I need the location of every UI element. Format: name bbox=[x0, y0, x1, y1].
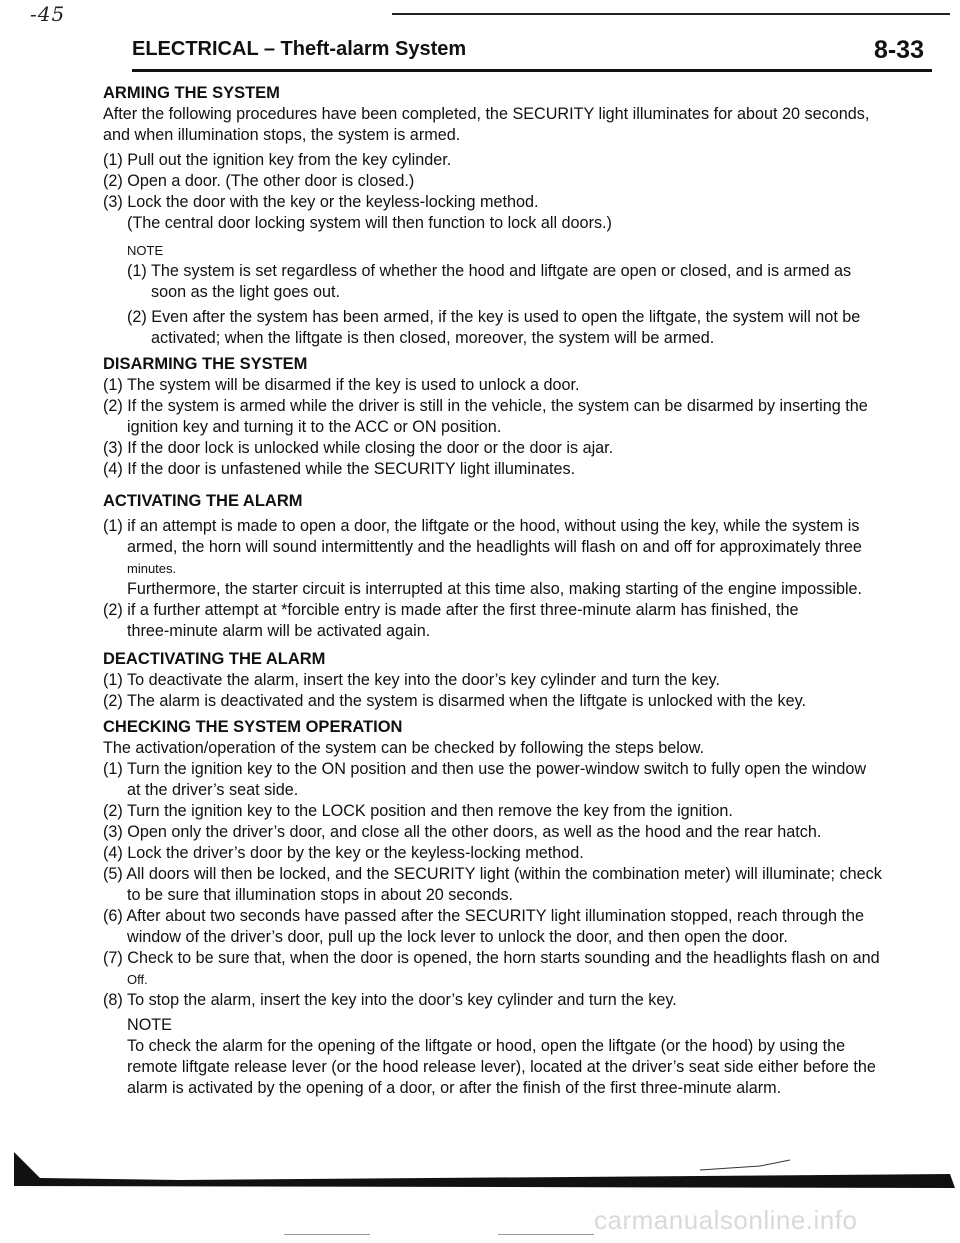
activating-item-1-line-a: (1) if an attempt is made to open a door… bbox=[103, 517, 860, 535]
checking-item-1-line-b: at the driver’s seat side. bbox=[127, 781, 299, 799]
activating-item-2-line-a: (2) if a further attempt at *forcible en… bbox=[103, 601, 799, 619]
checking-note-line-c: alarm is activated by the opening of a d… bbox=[127, 1079, 782, 1097]
header-rule bbox=[132, 69, 932, 72]
checking-intro: The activation/operation of the system c… bbox=[103, 739, 705, 757]
section-heading-deactivating: DEACTIVATING THE ALARM bbox=[103, 650, 326, 668]
disarming-item-2-line-b: ignition key and turning it to the ACC o… bbox=[127, 418, 502, 436]
checking-item-4: (4) Lock the driver’s door by the key or… bbox=[103, 844, 584, 862]
arming-note-2-line-a: (2) Even after the system has been armed… bbox=[127, 308, 861, 326]
arming-step-2: (2) Open a door. (The other door is clos… bbox=[103, 172, 415, 190]
page-header: ELECTRICAL – Theft-alarm System 8-33 bbox=[132, 36, 932, 72]
arming-step-3: (3) Lock the door with the key or the ke… bbox=[103, 193, 539, 211]
checking-note-line-a: To check the alarm for the opening of th… bbox=[127, 1037, 846, 1055]
arming-step-1: (1) Pull out the ignition key from the k… bbox=[103, 151, 452, 169]
disarming-item-3: (3) If the door lock is unlocked while c… bbox=[103, 439, 614, 457]
checking-item-1-line-a: (1) Turn the ignition key to the ON posi… bbox=[103, 760, 867, 778]
arming-note-2-line-b: activated; when the liftgate is then clo… bbox=[151, 329, 715, 347]
disarming-item-2-line-a: (2) If the system is armed while the dri… bbox=[103, 397, 868, 415]
deactivating-item-2: (2) The alarm is deactivated and the sys… bbox=[103, 692, 807, 710]
checking-item-8: (8) To stop the alarm, insert the key in… bbox=[103, 991, 677, 1009]
checking-item-2: (2) Turn the ignition key to the LOCK po… bbox=[103, 802, 733, 820]
checking-note-line-b: remote liftgate release lever (or the ho… bbox=[127, 1058, 876, 1076]
arming-note-label: NOTE bbox=[127, 243, 164, 258]
arming-step-3-sub: (The central door locking system will th… bbox=[127, 214, 612, 232]
arming-intro-line-1: After the following procedures have been… bbox=[103, 105, 870, 123]
activating-item-1-line-d: Furthermore, the starter circuit is inte… bbox=[127, 580, 863, 598]
checking-item-3: (3) Open only the driver’s door, and clo… bbox=[103, 823, 822, 841]
checking-item-7-line-a: (7) Check to be sure that, when the door… bbox=[103, 949, 880, 967]
handwritten-page-mark: -45 bbox=[30, 2, 66, 26]
section-heading-arming: ARMING THE SYSTEM bbox=[103, 84, 280, 102]
page-content: ARMING THE SYSTEM After the following pr… bbox=[103, 82, 939, 1099]
activating-item-2-line-b: three-minute alarm will be activated aga… bbox=[127, 622, 431, 640]
disarming-item-1: (1) The system will be disarmed if the k… bbox=[103, 376, 580, 394]
page-number: 8-33 bbox=[873, 36, 924, 64]
watermark-rule-left bbox=[284, 1234, 370, 1235]
checking-item-6-line-b: window of the driver’s door, pull up the… bbox=[127, 928, 788, 946]
watermark-rule-right bbox=[498, 1234, 594, 1235]
arming-note-1-line-b: soon as the light goes out. bbox=[151, 283, 340, 301]
bottom-scan-rule bbox=[14, 1152, 955, 1188]
section-heading-activating: ACTIVATING THE ALARM bbox=[103, 492, 303, 510]
disarming-item-4: (4) If the door is unfastened while the … bbox=[103, 460, 576, 478]
activating-item-1-line-c: minutes. bbox=[127, 561, 177, 576]
top-rule bbox=[392, 13, 950, 15]
checking-note-label: NOTE bbox=[127, 1016, 172, 1034]
checking-item-5-line-a: (5) All doors will then be locked, and t… bbox=[103, 865, 882, 883]
arming-intro-line-2: and when illumination stops, the system … bbox=[103, 126, 461, 144]
section-heading-checking: CHECKING THE SYSTEM OPERATION bbox=[103, 718, 403, 736]
deactivating-item-1: (1) To deactivate the alarm, insert the … bbox=[103, 671, 720, 689]
checking-item-7-line-b: Off. bbox=[127, 972, 148, 987]
arming-note-block: (1) The system is set regardless of whet… bbox=[127, 261, 939, 349]
watermark: carmanualsonline.info bbox=[594, 1205, 858, 1235]
activating-item-1-line-b: armed, the horn will sound intermittentl… bbox=[127, 538, 862, 556]
arming-note-1-line-a: (1) The system is set regardless of whet… bbox=[127, 262, 852, 280]
checking-item-6-line-a: (6) After about two seconds have passed … bbox=[103, 907, 864, 925]
checking-item-5-line-b: to be sure that illumination stops in ab… bbox=[127, 886, 514, 904]
header-title: ELECTRICAL – Theft-alarm System bbox=[132, 38, 467, 60]
section-heading-disarming: DISARMING THE SYSTEM bbox=[103, 355, 308, 373]
